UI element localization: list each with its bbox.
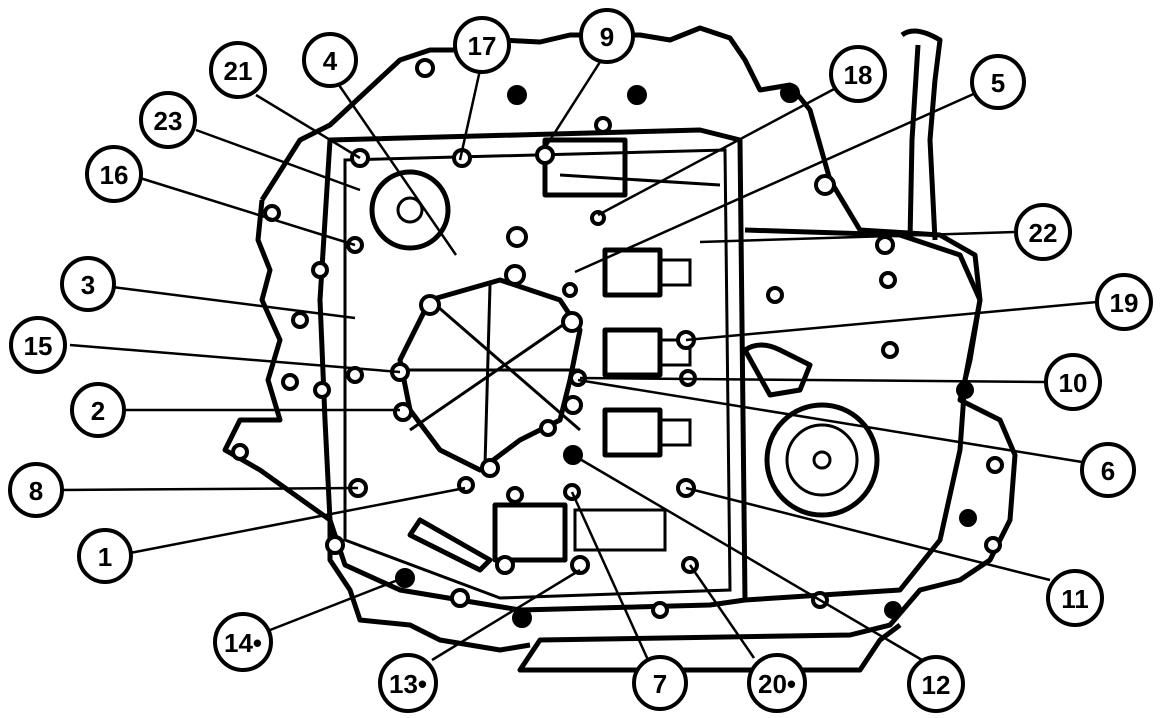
callout-8: 8 [8,462,64,518]
callout-6: 6 [1080,442,1136,498]
callout-7-label: 7 [653,669,667,699]
callout-7: 7 [632,655,688,711]
callout-18: 18 [829,45,887,103]
callout-1-label: 1 [98,542,112,572]
callout-4: 4 [302,32,358,88]
callout-6-label: 6 [1101,456,1115,486]
callout-21-label: 21 [224,56,253,86]
callout-17-label: 17 [468,31,497,61]
callout-17: 17 [453,16,511,74]
callout-23: 23 [139,91,197,149]
callouts: 1 2 3 4 5 6 7 8 [8,8,1153,713]
callout-16: 16 [85,145,143,203]
callout-14-label: 14• [224,628,262,658]
callout-18-label: 18 [844,60,873,90]
callout-22-label: 22 [1029,218,1058,248]
callout-23-label: 23 [154,106,183,136]
callout-10-label: 10 [1059,368,1088,398]
callout-8-label: 8 [29,476,43,506]
callout-21: 21 [209,41,267,99]
callout-20: 20• [747,653,807,713]
callout-3-label: 3 [81,270,95,300]
callout-15: 15 [9,316,67,374]
callout-16-label: 16 [100,160,129,190]
callout-3: 3 [60,256,116,312]
callout-9: 9 [579,8,635,64]
callout-15-label: 15 [24,331,53,361]
callout-1: 1 [77,528,133,584]
callout-5-label: 5 [991,68,1005,98]
callout-19-label: 19 [1110,288,1139,318]
callout-2-label: 2 [91,396,105,426]
callout-22: 22 [1014,203,1072,261]
callout-12-label: 12 [922,670,951,700]
callout-2: 2 [70,382,126,438]
callout-19: 19 [1095,273,1153,331]
callout-11-label: 11 [1061,584,1089,614]
callout-5: 5 [970,54,1026,110]
callout-13: 13• [378,653,438,713]
callout-10: 10 [1044,353,1102,411]
callout-13-label: 13• [389,669,427,699]
callout-4-label: 4 [323,46,338,76]
callout-12: 12 [907,655,965,713]
callout-20-label: 20• [758,669,796,699]
callout-11: 11 [1046,569,1104,627]
leader-lines [59,61,1098,662]
callout-14: 14• [213,612,273,672]
callout-9-label: 9 [600,22,614,52]
transmission-case-drawing [222,25,1018,673]
